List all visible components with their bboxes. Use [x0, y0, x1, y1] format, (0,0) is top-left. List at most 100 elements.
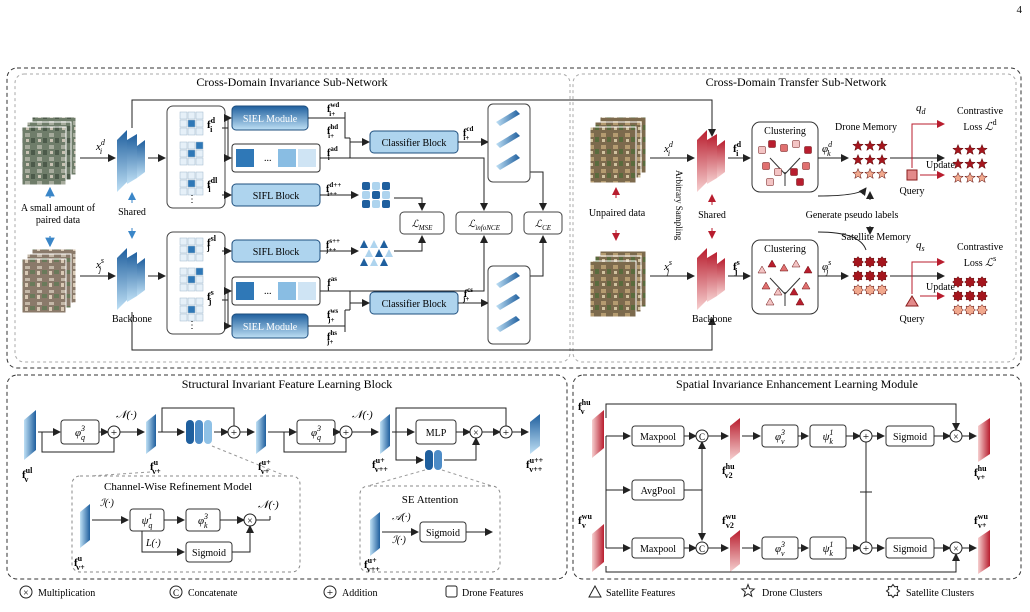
drone-token [382, 182, 390, 190]
update-bottom-label: Update [926, 282, 955, 293]
cluster-point [804, 146, 812, 154]
cluster-point [803, 265, 813, 274]
grid-cell [195, 283, 204, 292]
satellite-cluster [876, 270, 888, 282]
satellite-token [380, 258, 388, 266]
grid-cell [195, 141, 204, 150]
cluster-point [773, 287, 783, 296]
drone-cluster [876, 153, 888, 165]
tree-branch [769, 157, 801, 186]
f-upp-label: fu+v++ [372, 456, 388, 474]
loss-infonce-box [455, 211, 513, 235]
satellite-cluster [976, 290, 988, 302]
cluster-point [802, 162, 810, 170]
cluster-point [790, 168, 798, 176]
f-upp-block [380, 414, 390, 454]
drone-cluster [852, 167, 864, 179]
grid-cell [179, 119, 188, 128]
grid-cell [195, 253, 204, 262]
grid-cell [195, 275, 204, 284]
f-hu-block [592, 410, 604, 458]
maxpool-bottom: Maxpool [640, 544, 676, 555]
se-capsules [425, 450, 442, 470]
drone-cluster [864, 139, 876, 151]
drone-cluster [976, 171, 988, 183]
cluster-point [795, 297, 805, 306]
satellite-feature-grid: ⋮ [166, 231, 226, 335]
grid-cell [195, 127, 204, 136]
drone-cluster [964, 171, 976, 183]
satellite-image-stack [21, 248, 77, 314]
panel-a-frame [14, 73, 571, 363]
grid-cell [195, 267, 204, 276]
clustering-box-bottom [751, 239, 819, 315]
se-input-label: fu+v++ [364, 556, 380, 574]
satellite-token [365, 249, 373, 257]
satellite-token [380, 240, 388, 248]
cwr-L: L(·) [145, 538, 161, 549]
grid-cell [195, 119, 204, 128]
add-sym-d2: + [863, 543, 869, 555]
cluster-point [780, 144, 788, 152]
backbone-red-top [697, 130, 725, 192]
grid-cell [179, 245, 188, 254]
backbone-satellite [117, 248, 145, 310]
updated-drone-clusters [952, 143, 988, 183]
panel-d-title: Spatial Invariance Enhancement Learning … [676, 377, 918, 391]
grid-cell [195, 111, 204, 120]
dots-bottom: ... [264, 286, 272, 297]
drone-memory-label: Drone Memory [835, 122, 897, 133]
legend-star [740, 583, 756, 598]
drone-token [372, 200, 380, 208]
drone-token [382, 191, 390, 199]
legend-concat-icon [169, 585, 183, 599]
cwr-capsules [186, 420, 212, 444]
se-A: 𝒜(·) [392, 512, 411, 523]
grid-cell [179, 149, 188, 158]
drone-cluster-tree [758, 140, 812, 186]
grid-cell [179, 253, 188, 262]
loss-ce-box [523, 211, 563, 235]
grid-cell [179, 283, 188, 292]
cluster-point [761, 281, 771, 290]
shared-label-b: Shared [698, 210, 726, 221]
norm-2: 𝒩(·) [352, 409, 373, 421]
satellite-cluster [964, 304, 976, 316]
grid-cell [179, 305, 188, 314]
cluster-point [757, 265, 767, 274]
cluster-point [774, 168, 782, 176]
cluster-point [789, 287, 799, 296]
satellite-token [370, 240, 378, 248]
grid-cell [187, 245, 196, 254]
grid-cell [195, 187, 204, 196]
legend-satellite-features-icon [588, 584, 602, 598]
sigmoid-bottom: Sigmoid [893, 544, 927, 555]
grid-cell [187, 171, 196, 180]
shared-label: Shared [118, 207, 146, 218]
grid-cell [179, 313, 188, 322]
classifier-block-top-label: Classifier Block [382, 138, 447, 149]
f-spp-label: fs++j++ [325, 237, 340, 254]
legend-add-icon [323, 585, 337, 599]
drone-token [372, 191, 380, 199]
cluster-point [762, 162, 770, 170]
grid-cell [195, 305, 204, 314]
satellite-cluster [852, 270, 864, 282]
satellite-memory-label: Satellite Memory [841, 232, 911, 243]
legend-mul-icon [19, 585, 33, 599]
concat-sym-bottom: C [699, 544, 705, 554]
cwr-input-block [80, 504, 90, 548]
grid-cell [195, 149, 204, 158]
grid-cell [187, 127, 196, 136]
satellite-cluster [964, 276, 976, 288]
